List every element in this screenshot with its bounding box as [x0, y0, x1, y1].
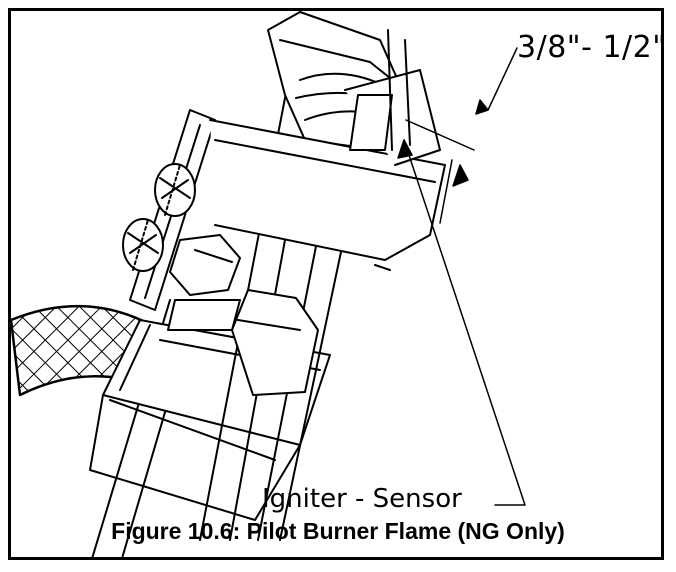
arrow-icon — [397, 139, 413, 159]
callout-leader — [397, 139, 526, 506]
dimension-label: 3/8"- 1/2" — [517, 30, 667, 65]
screw-lower — [122, 218, 164, 272]
arrow-icon — [475, 99, 489, 115]
screw-upper — [154, 163, 196, 217]
arrow-icon — [452, 164, 469, 187]
igniter-sensor-label: Igniter - Sensor — [262, 484, 462, 514]
hex-nut — [167, 234, 241, 331]
figure-caption: Figure 10.6: Pilot Burner Flame (NG Only… — [111, 518, 565, 544]
igniter-electrode — [344, 29, 441, 166]
dimension-indicator — [405, 47, 518, 224]
